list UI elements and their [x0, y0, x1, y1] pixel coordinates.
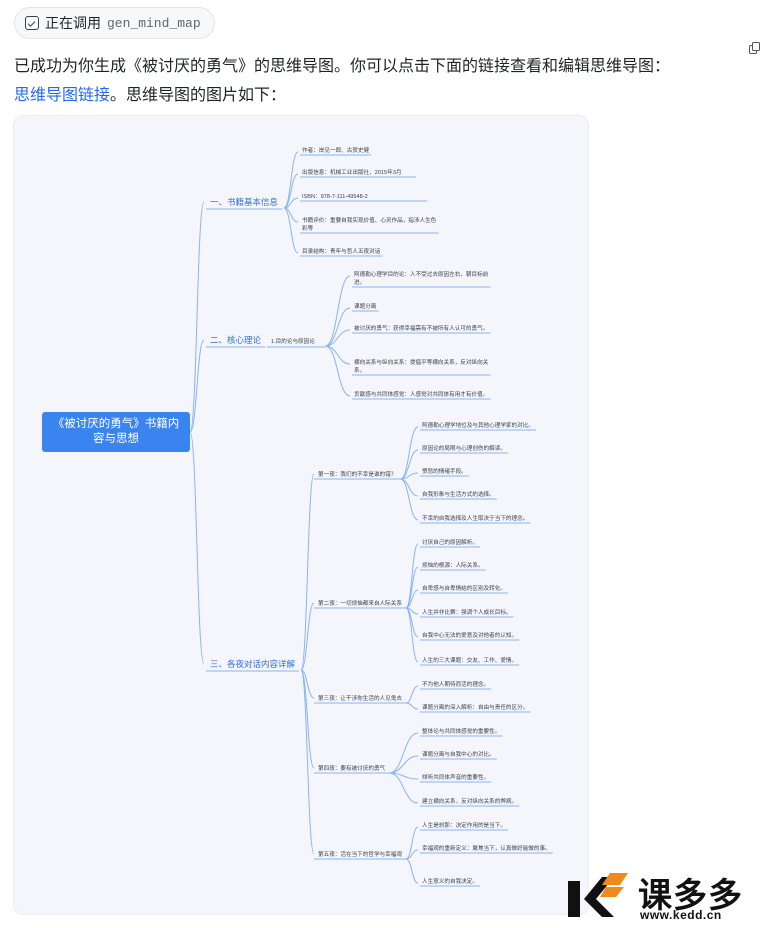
leaf-connector: [400, 449, 419, 480]
leaf-connector: [405, 702, 419, 710]
night-connector: [300, 669, 315, 699]
leaf-connector: [325, 345, 351, 365]
mind-map-leaf-text: 愤怒的情绪手段。: [422, 467, 467, 475]
tool-check-icon: [25, 16, 39, 30]
message-line-2-rest: 。思维导图的图片如下：: [110, 87, 287, 104]
mind-map-leaf-text: 人生意义的自我决定。: [422, 877, 478, 885]
mind-map-night-label: 第一夜：我们的不幸是谁的错？: [318, 470, 396, 478]
message-line-1: 已成功为你生成《被讨厌的勇气》的思维导图。你可以点击下面的链接查看和编辑思维导图…: [14, 58, 671, 75]
branch-connector: [189, 339, 205, 433]
mind-map-leaf-text: 课题分离与自我中心的对比。: [422, 750, 495, 758]
mind-map-leaf-text: 阿德勒心理学目的论：人不受过去原因左右，朝目标前: [354, 270, 489, 278]
leaf-connector: [389, 755, 419, 774]
mind-map-leaf-text: 人生并非比赛：强调个人成长目标。: [422, 608, 512, 616]
mind-map-leaf-text: 烦恼的根源：人际关系。: [422, 561, 484, 569]
night-connector: [300, 473, 315, 671]
tool-call-status: 正在调用: [45, 15, 101, 31]
mind-map-leaf-text: 阿德勒心理学地位及与其他心理学家的对比。: [422, 421, 534, 429]
branch-connector: [189, 201, 205, 433]
mind-map-leaf-text: 建立横向关系，反对纵向关系的弊病。: [422, 797, 517, 805]
mind-map-leaf-text: 讨厌自己的原因解析。: [422, 538, 478, 546]
mind-map-root-text: 《被讨厌的勇气》书籍内: [53, 416, 180, 430]
mind-map-leaf-text: 课题分离: [354, 302, 377, 310]
leaf-connector: [325, 345, 351, 397]
leaf-connector: [325, 275, 351, 347]
mind-map-leaf-text: 不幸的自我选择及人生取决于当下的理念。: [422, 514, 528, 522]
tool-call-chip[interactable]: 正在调用 gen_mind_map: [14, 7, 215, 39]
mind-map-leaf-text: 书籍评价：重要自我实现价值、心灵作品，指涉人生色: [302, 216, 437, 224]
mind-map-section-label: 三、各夜对话内容详解: [210, 659, 296, 669]
mind-map-leaf-text: 自我中心无法的爱意及对他者的认知。: [422, 631, 517, 639]
night-connector: [300, 602, 315, 671]
mind-map-leaf-text: 贡献感与共同体感觉：人感觉对共同体有用才有价值。: [354, 390, 488, 398]
watermark-url: www.kedd.cn: [640, 908, 722, 922]
mind-map-night-label: 第二夜：一切烦恼都来自人际关系: [318, 599, 402, 607]
leaf-connector: [283, 197, 299, 209]
mind-map-leaf-text: 原因论的局限与心理创伤的解读。: [422, 444, 506, 452]
leaf-connector: [400, 478, 419, 521]
mind-map-leaf-text: 倾听共同体声音的重要性。: [422, 773, 489, 781]
mind-map-leaf-text: 彩等: [302, 224, 314, 232]
leaf-connector: [389, 772, 419, 804]
mind-map-leaf-text: 被讨厌的勇气：获得幸福需有不被所有人认可的勇气。: [354, 324, 488, 332]
mind-map-leaf-text: ISBN：978-7-111-49548-2: [302, 194, 368, 200]
mind-map-leaf-text: 人生的三大课题：交友、工作、爱情。: [422, 656, 517, 664]
mind-map-leaf-text: 作者：岸见一郎、古贺史健: [302, 146, 370, 154]
leaf-connector: [283, 151, 299, 209]
leaf-connector: [400, 426, 419, 480]
mind-map-image: 《被讨厌的勇气》书籍内容与思想 一、书籍基本信息 作者：岸见一郎、古贺史健出版信息：…: [13, 115, 589, 915]
tool-call-name: gen_mind_map: [107, 15, 201, 31]
mind-map-root-node: [42, 412, 190, 452]
mind-map-leaf-text: 横向关系与纵向关系：提倡平等横向关系，反对纵向关: [354, 358, 489, 366]
leaf-connector: [325, 329, 351, 347]
mind-map-night-label: 第四夜：要有被讨厌的勇气: [318, 764, 386, 772]
mind-map-leaf-text: 人生是刹那：决定作用的是当下。: [422, 821, 506, 829]
branch-connector: [189, 431, 205, 665]
copy-icon[interactable]: [748, 41, 762, 55]
leaf-connector: [405, 566, 419, 609]
mind-map-root-text: 容与思想: [93, 431, 139, 445]
leaf-connector: [283, 173, 299, 209]
message-line-2: 思维导图链接。思维导图的图片如下：: [14, 81, 734, 110]
night-connector: [300, 669, 315, 769]
mind-map-night-label: 第五夜：活在当下的哲学与幸福观: [318, 850, 402, 858]
leaf-connector: [283, 207, 299, 254]
mind-map-leaf-text: 不为他人期待而活的理念。: [422, 680, 489, 688]
leaf-connector: [405, 589, 419, 609]
night-connector: [300, 669, 315, 855]
leaf-connector: [389, 732, 419, 774]
leaf-connector: [325, 307, 351, 347]
mind-map-section-label: 一、书籍基本信息: [210, 197, 279, 207]
leaf-connector: [400, 478, 419, 497]
mind-map-leaf-text: 课题分离的深入解析：自由与责任的区分。: [422, 703, 528, 711]
leaf-connector: [405, 685, 419, 704]
leaf-connector: [405, 826, 419, 860]
mind-map-link[interactable]: 思维导图链接: [14, 87, 111, 104]
mind-map-leaf-text: 自我形象与生活方式的选择。: [422, 490, 495, 498]
mind-map-leaf-text: 系。: [354, 366, 365, 374]
kedd-watermark-logo: 课多多 www.kedd.cn: [566, 867, 766, 925]
mind-map-section-label: 二、核心理论: [210, 335, 262, 345]
kedd-logo-icon: [568, 873, 628, 917]
mind-map-leaf-text: 出版信息：机械工业出版社，2015年3月: [302, 168, 401, 176]
assistant-message: 已成功为你生成《被讨厌的勇气》的思维导图。你可以点击下面的链接查看和编辑思维导图…: [14, 52, 734, 110]
mind-map-subtopic: 1.目的论与原因论: [271, 337, 315, 345]
leaf-connector: [405, 607, 419, 663]
leaf-connector: [405, 858, 419, 884]
mind-map-leaf-text: 整体论与共同体感觉的重要性。: [422, 727, 500, 735]
mind-map-leaf-text: 自卑感与自卑情结的区别及转化。: [422, 584, 506, 592]
leaf-connector: [405, 849, 419, 860]
mind-map-leaf-text: 目录结构：青年与哲人五夜对话: [302, 247, 381, 255]
mind-map-leaf-text: 进。: [354, 278, 365, 286]
watermark-brand: 课多多: [638, 877, 743, 915]
mind-map-night-label: 第三夜：让干涉你生活的人见鬼去: [318, 694, 402, 702]
mind-map-leaf-text: 幸福观的重新定义：聚焦当下，认真做好能做的事。: [422, 844, 551, 852]
